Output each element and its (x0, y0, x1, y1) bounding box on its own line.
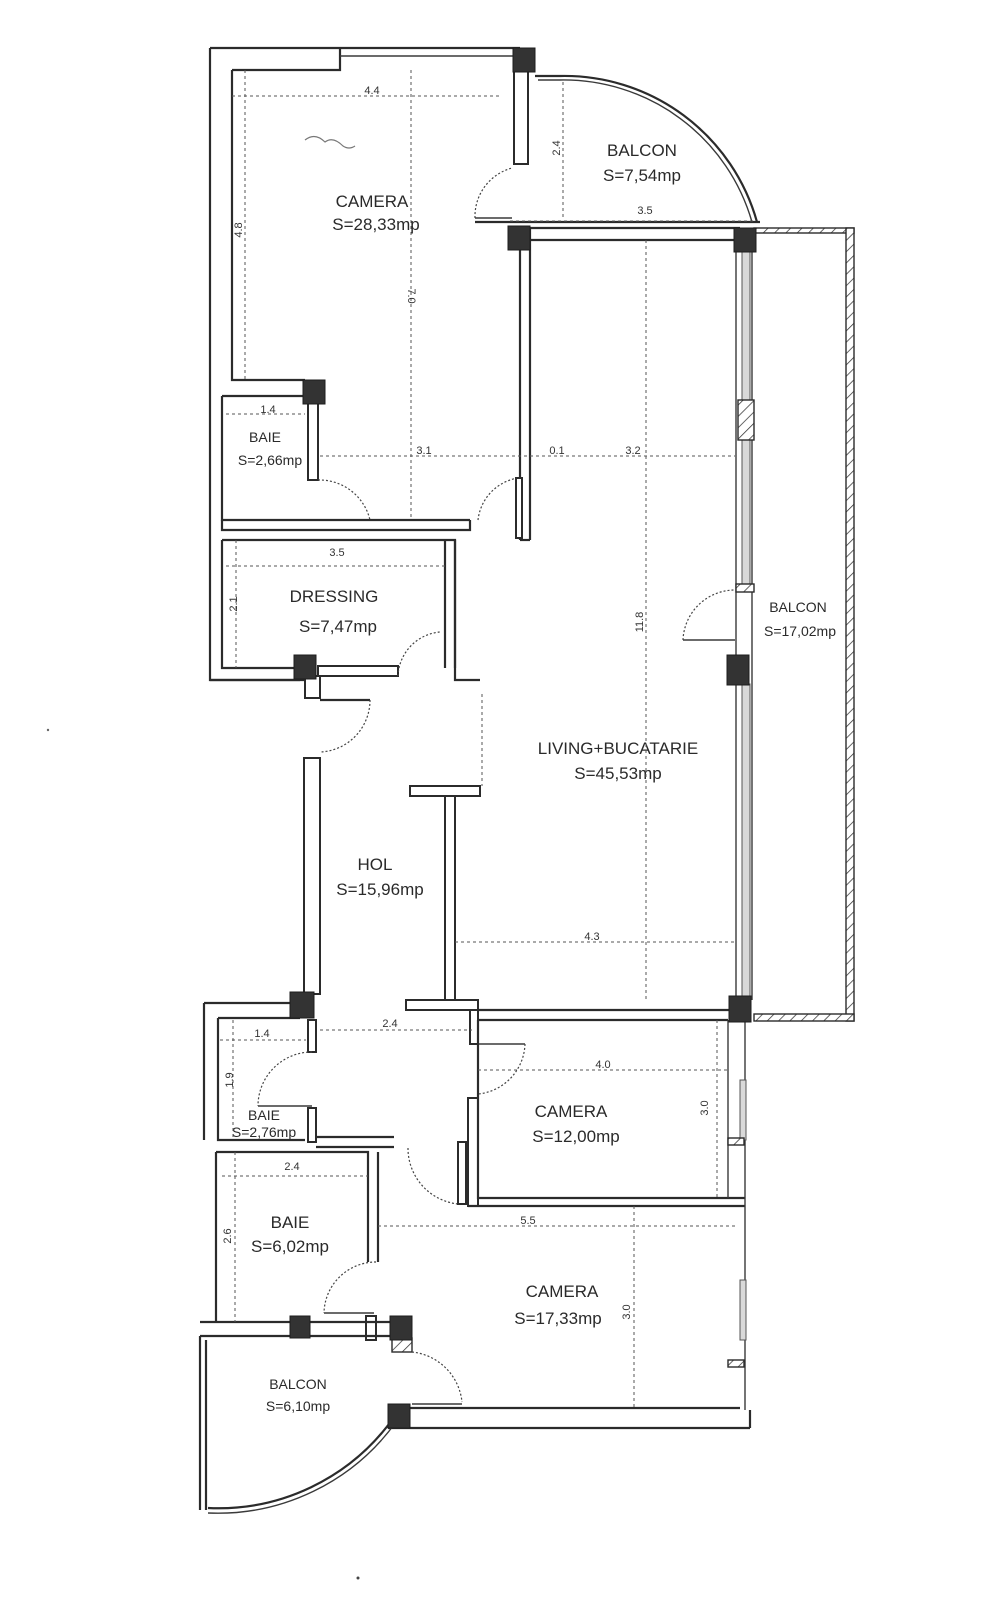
pillar (302, 379, 326, 405)
dim-baie3-width: 2.4 (284, 1161, 299, 1173)
room-area-camera-3: S=17,33mp (514, 1309, 601, 1328)
dim-baie2-height: 1.9 (224, 1072, 236, 1087)
room-label-hol: HOL (358, 855, 393, 874)
dim-living-upper-width: 3.2 (625, 445, 640, 457)
room-baie-1: BAIE S=2,66mp (220, 394, 472, 532)
room-label-camera-2: CAMERA (535, 1102, 608, 1121)
dim-hol-lower-width: 2.4 (382, 1018, 397, 1030)
room-hol: HOL S=15,96mp (303, 675, 481, 1011)
room-label-balcon-1: BALCON (607, 141, 677, 160)
room-label-baie-2: BAIE (248, 1107, 280, 1123)
dim-camera3-width: 5.5 (520, 1215, 535, 1227)
pillar (512, 47, 536, 73)
room-area-dressing: S=7,47mp (299, 617, 377, 636)
room-camera-2: CAMERA S=12,00mp (467, 1009, 747, 1410)
dim-camera2-width: 4.0 (595, 1059, 610, 1071)
room-living: LIVING+BUCATARIE S=45,53mp (478, 226, 755, 1012)
room-area-camera-2: S=12,00mp (532, 1127, 619, 1146)
pillar (728, 995, 752, 1023)
dimension-lines: 4.4 4.8 7.0 2.4 3.5 1.4 3.1 0.1 3.2 11.8… (220, 70, 755, 1408)
dim-baie2-width: 1.4 (254, 1028, 269, 1040)
dim-camera2-height: 3.0 (699, 1100, 711, 1115)
dim-baie1-width: 1.4 (260, 404, 275, 416)
room-label-baie-3: BAIE (271, 1213, 310, 1232)
pillar (387, 1403, 411, 1429)
room-area-living: S=45,53mp (574, 764, 661, 783)
room-label-camera-3: CAMERA (526, 1282, 599, 1301)
dim-camera1-height-left: 4.8 (233, 222, 245, 237)
room-label-living: LIVING+BUCATARIE (538, 739, 698, 758)
room-baie-3: BAIE S=6,02mp (214, 1150, 380, 1341)
room-label-balcon-2: BALCON (769, 599, 827, 615)
room-area-balcon-3: S=6,10mp (266, 1398, 330, 1414)
room-area-baie-1: S=2,66mp (238, 452, 302, 468)
room-area-camera-1: S=28,33mp (332, 215, 419, 234)
dim-balcon1-depth: 2.4 (551, 140, 563, 155)
room-baie-2: BAIE S=2,76mp (202, 1001, 394, 1149)
room-area-balcon-1: S=7,54mp (603, 166, 681, 185)
exterior-walls (208, 46, 520, 682)
dim-hol-upper-width: 3.1 (416, 445, 431, 457)
door-camera1-hol (477, 477, 523, 539)
room-label-balcon-3: BALCON (269, 1376, 327, 1392)
room-camera-1: CAMERA S=28,33mp (304, 67, 532, 542)
dim-dressing-width: 3.5 (329, 547, 344, 559)
dim-balcon1-width: 3.5 (637, 205, 652, 217)
door-hol-camera3 (407, 1141, 467, 1205)
room-area-baie-2: S=2,76mp (232, 1124, 296, 1140)
dim-baie3-height: 2.6 (222, 1228, 234, 1243)
pillar (289, 991, 315, 1019)
dim-living-width: 4.3 (584, 931, 599, 943)
room-label-baie-1: BAIE (249, 429, 281, 445)
room-balcon-3: BALCON S=6,10mp (198, 1336, 463, 1514)
room-balcon-1: BALCON S=7,54mp (475, 74, 760, 224)
room-balcon-2: BALCON S=17,02mp (753, 227, 855, 1022)
room-label-dressing: DRESSING (290, 587, 379, 606)
dim-camera3-height: 3.0 (621, 1304, 633, 1319)
dim-dressing-height: 2.1 (228, 596, 240, 611)
room-area-baie-3: S=6,02mp (251, 1237, 329, 1256)
scan-specks (46, 728, 360, 1580)
room-dressing: DRESSING S=7,47mp (210, 538, 480, 682)
room-label-camera-1: CAMERA (336, 192, 409, 211)
room-area-hol: S=15,96mp (336, 880, 423, 899)
structural-pillars (289, 47, 757, 1429)
pillar (293, 654, 317, 680)
dim-camera1-width: 4.4 (364, 85, 379, 97)
scan-smudge (304, 135, 356, 149)
pillar (289, 1315, 311, 1339)
pillar (389, 1315, 413, 1341)
dim-living-height: 11.8 (634, 612, 646, 633)
dim-camera1-height-total: 7.0 (405, 288, 417, 303)
dim-wall-gap: 0.1 (549, 445, 564, 457)
pillar (507, 225, 531, 251)
room-area-balcon-2: S=17,02mp (764, 623, 836, 639)
pillar (726, 654, 750, 686)
pillar (733, 227, 757, 253)
